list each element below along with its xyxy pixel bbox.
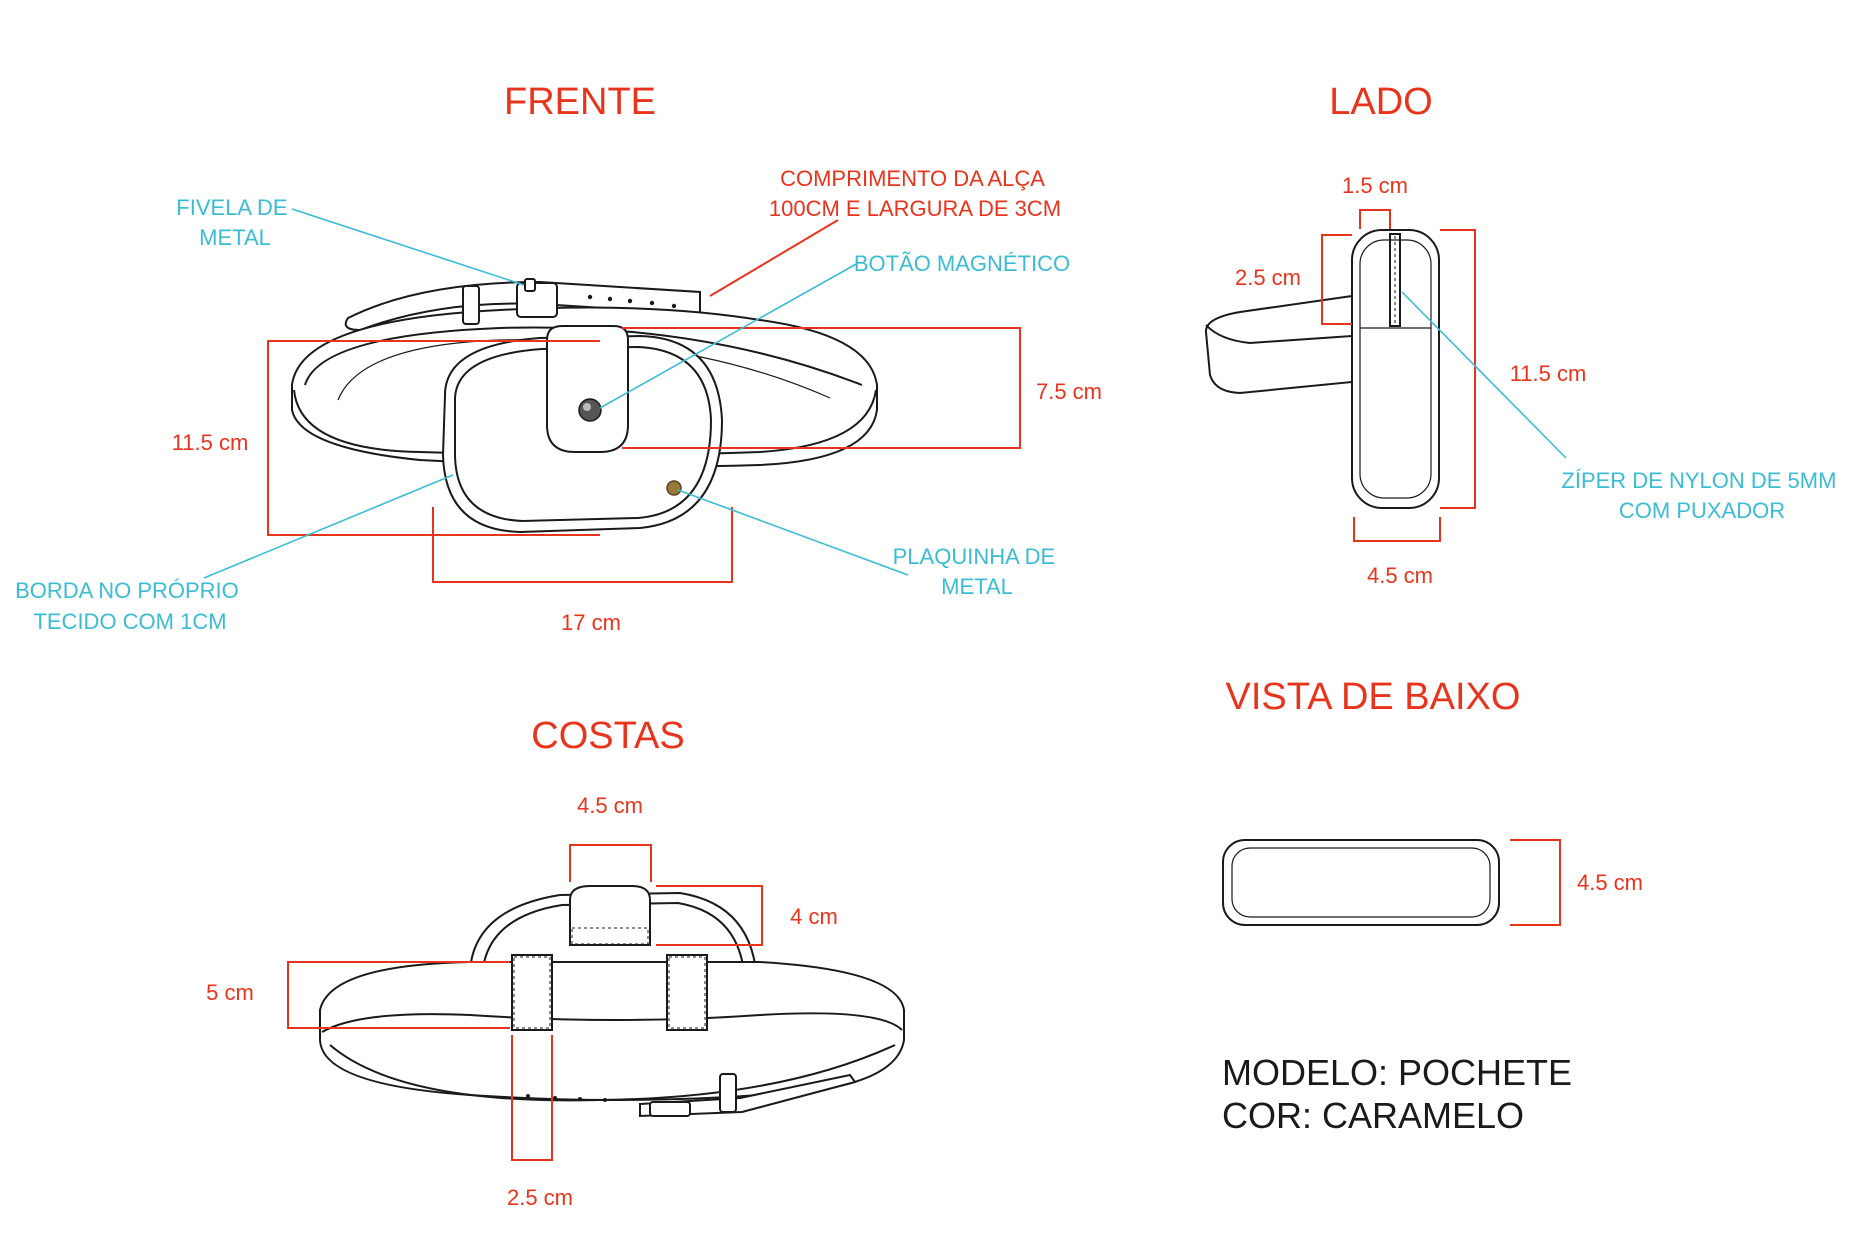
buckle-loop [516,282,558,318]
side-depth-label: 4.5 cm [1367,563,1433,588]
model-name: MODELO: POCHETE [1222,1052,1572,1093]
side-pouch-inner [1359,239,1432,499]
front-pouch-inner-border [454,345,713,523]
strap-label: COMPRIMENTO DA ALÇA 100CM E LARGURA DE 3… [769,166,1061,221]
side-view-title: LADO [1329,81,1432,123]
front-view: FIVELA DE METAL COMPRIMENTO DA ALÇA 100C… [15,166,1102,635]
strap-leader [709,219,839,297]
back-view-title: COSTAS [531,715,684,757]
side-height-dim [1440,229,1476,509]
back-loop-right [666,954,708,1031]
side-top-label: 1.5 cm [1342,173,1408,198]
back-flap-height-dim [656,885,763,946]
back-view: 4.5 cm 4 cm 5 cm 2.5 cm [206,793,905,1210]
side-pouch [1351,229,1440,509]
side-strap-dim [1321,234,1352,325]
front-width-label: 17 cm [561,610,621,635]
bottom-view-title: VISTA DE BAIXO [1226,676,1521,718]
side-top-dim [1359,209,1391,229]
back-flap-width-label: 4.5 cm [577,793,643,818]
back-belt-band [319,961,905,1101]
zipper-leader [1401,291,1567,459]
model-info: MODELO: POCHETE COR: CARAMELO [1222,1052,1572,1136]
zipper-label: ZÍPER DE NYLON DE 5MM COM PUXADOR [1561,468,1842,523]
side-view: 1.5 cm 2.5 cm 11.5 cm 4.5 cm ZÍPER DE NY… [1205,173,1842,588]
front-flap-label: 7.5 cm [1036,379,1102,404]
side-strap-label: 2.5 cm [1235,265,1301,290]
plate-label: PLAQUINHA DE METAL [893,544,1062,599]
buckle-label: FIVELA DE METAL [176,195,293,250]
plate-leader [677,489,909,576]
buckle-leader [291,208,525,286]
zipper-track [1389,233,1401,327]
buckle-frame [462,285,480,325]
back-flap-tab [569,885,651,946]
front-view-title: FRENTE [504,81,656,123]
side-strap-loop [1205,294,1353,395]
side-strap-inner [1205,324,1353,345]
border-label: BORDA NO PRÓPRIO TECIDO COM 1CM [15,578,245,634]
back-buckle-loop [649,1101,691,1117]
bottom-pouch [1222,839,1500,926]
back-loop-left-stitch [513,956,551,1029]
back-loop-width-label: 2.5 cm [507,1185,573,1210]
back-buckle [719,1073,737,1113]
back-flap-height-label: 4 cm [790,904,838,929]
side-depth-dim [1353,517,1441,542]
back-strap-end [639,1073,857,1118]
magnet-label: BOTÃO MAGNÉTICO [854,251,1070,276]
back-loop-height-dim [287,961,510,1029]
back-loop-left [511,954,553,1031]
model-color: COR: CARAMELO [1222,1095,1524,1136]
back-flap-width-dim [569,844,652,882]
front-strap-tail [344,280,701,332]
back-belt-inner [321,1012,903,1033]
magnet-leader [599,262,859,409]
back-loop-width-dim [511,1035,553,1161]
bottom-view: 4.5 cm [1222,839,1643,926]
back-loop-right-stitch [668,956,706,1029]
border-leader [203,474,454,579]
back-strap-holes [526,1094,607,1102]
metal-plate [666,480,682,496]
bottom-depth-dim [1510,839,1561,926]
front-belt-inner [304,326,863,386]
front-width-dim [432,507,733,583]
side-height-label: 11.5 cm [1510,361,1587,386]
bottom-depth-label: 4.5 cm [1577,870,1643,895]
front-flap [546,325,629,453]
bottom-pouch-inner [1231,847,1491,918]
buckle-prong [524,278,536,292]
strap-holes [587,294,677,309]
back-flap-stitch [571,927,649,945]
front-flap-dim [622,327,1021,449]
magnetic-button [578,398,602,422]
back-belt-lower [329,1044,896,1102]
front-height-label: 11.5 cm [172,430,249,455]
back-loop-height-label: 5 cm [206,980,254,1005]
